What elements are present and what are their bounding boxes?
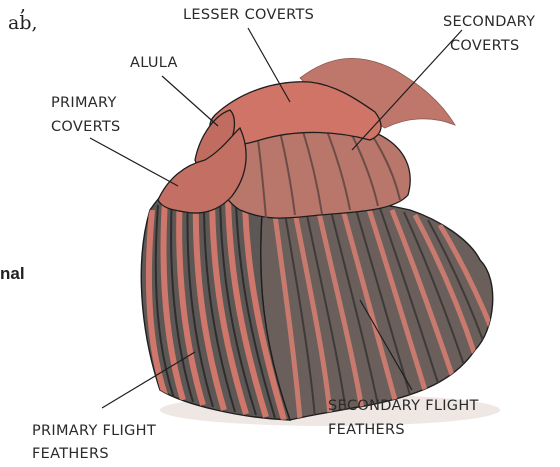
label-secondary-coverts-line1: SECONDARY bbox=[443, 13, 535, 32]
label-alula: ALULA bbox=[130, 54, 178, 73]
label-secondary-flight-line2: FEATHERS bbox=[328, 421, 405, 440]
label-secondary-flight-line1: SECONDARY FLIGHT bbox=[328, 397, 479, 416]
leader-primary-coverts bbox=[90, 138, 178, 186]
label-lesser-coverts: LESSER COVERTS bbox=[183, 6, 314, 25]
label-secondary-coverts-line2: COVERTS bbox=[450, 37, 520, 56]
label-primary-flight-line2: FEATHERS bbox=[32, 445, 109, 464]
leader-alula bbox=[162, 76, 218, 126]
label-primary-coverts-line2: COVERTS bbox=[51, 118, 121, 137]
label-primary-flight-line1: PRIMARY FLIGHT bbox=[32, 422, 156, 441]
label-primary-coverts-line1: PRIMARY bbox=[51, 94, 117, 113]
